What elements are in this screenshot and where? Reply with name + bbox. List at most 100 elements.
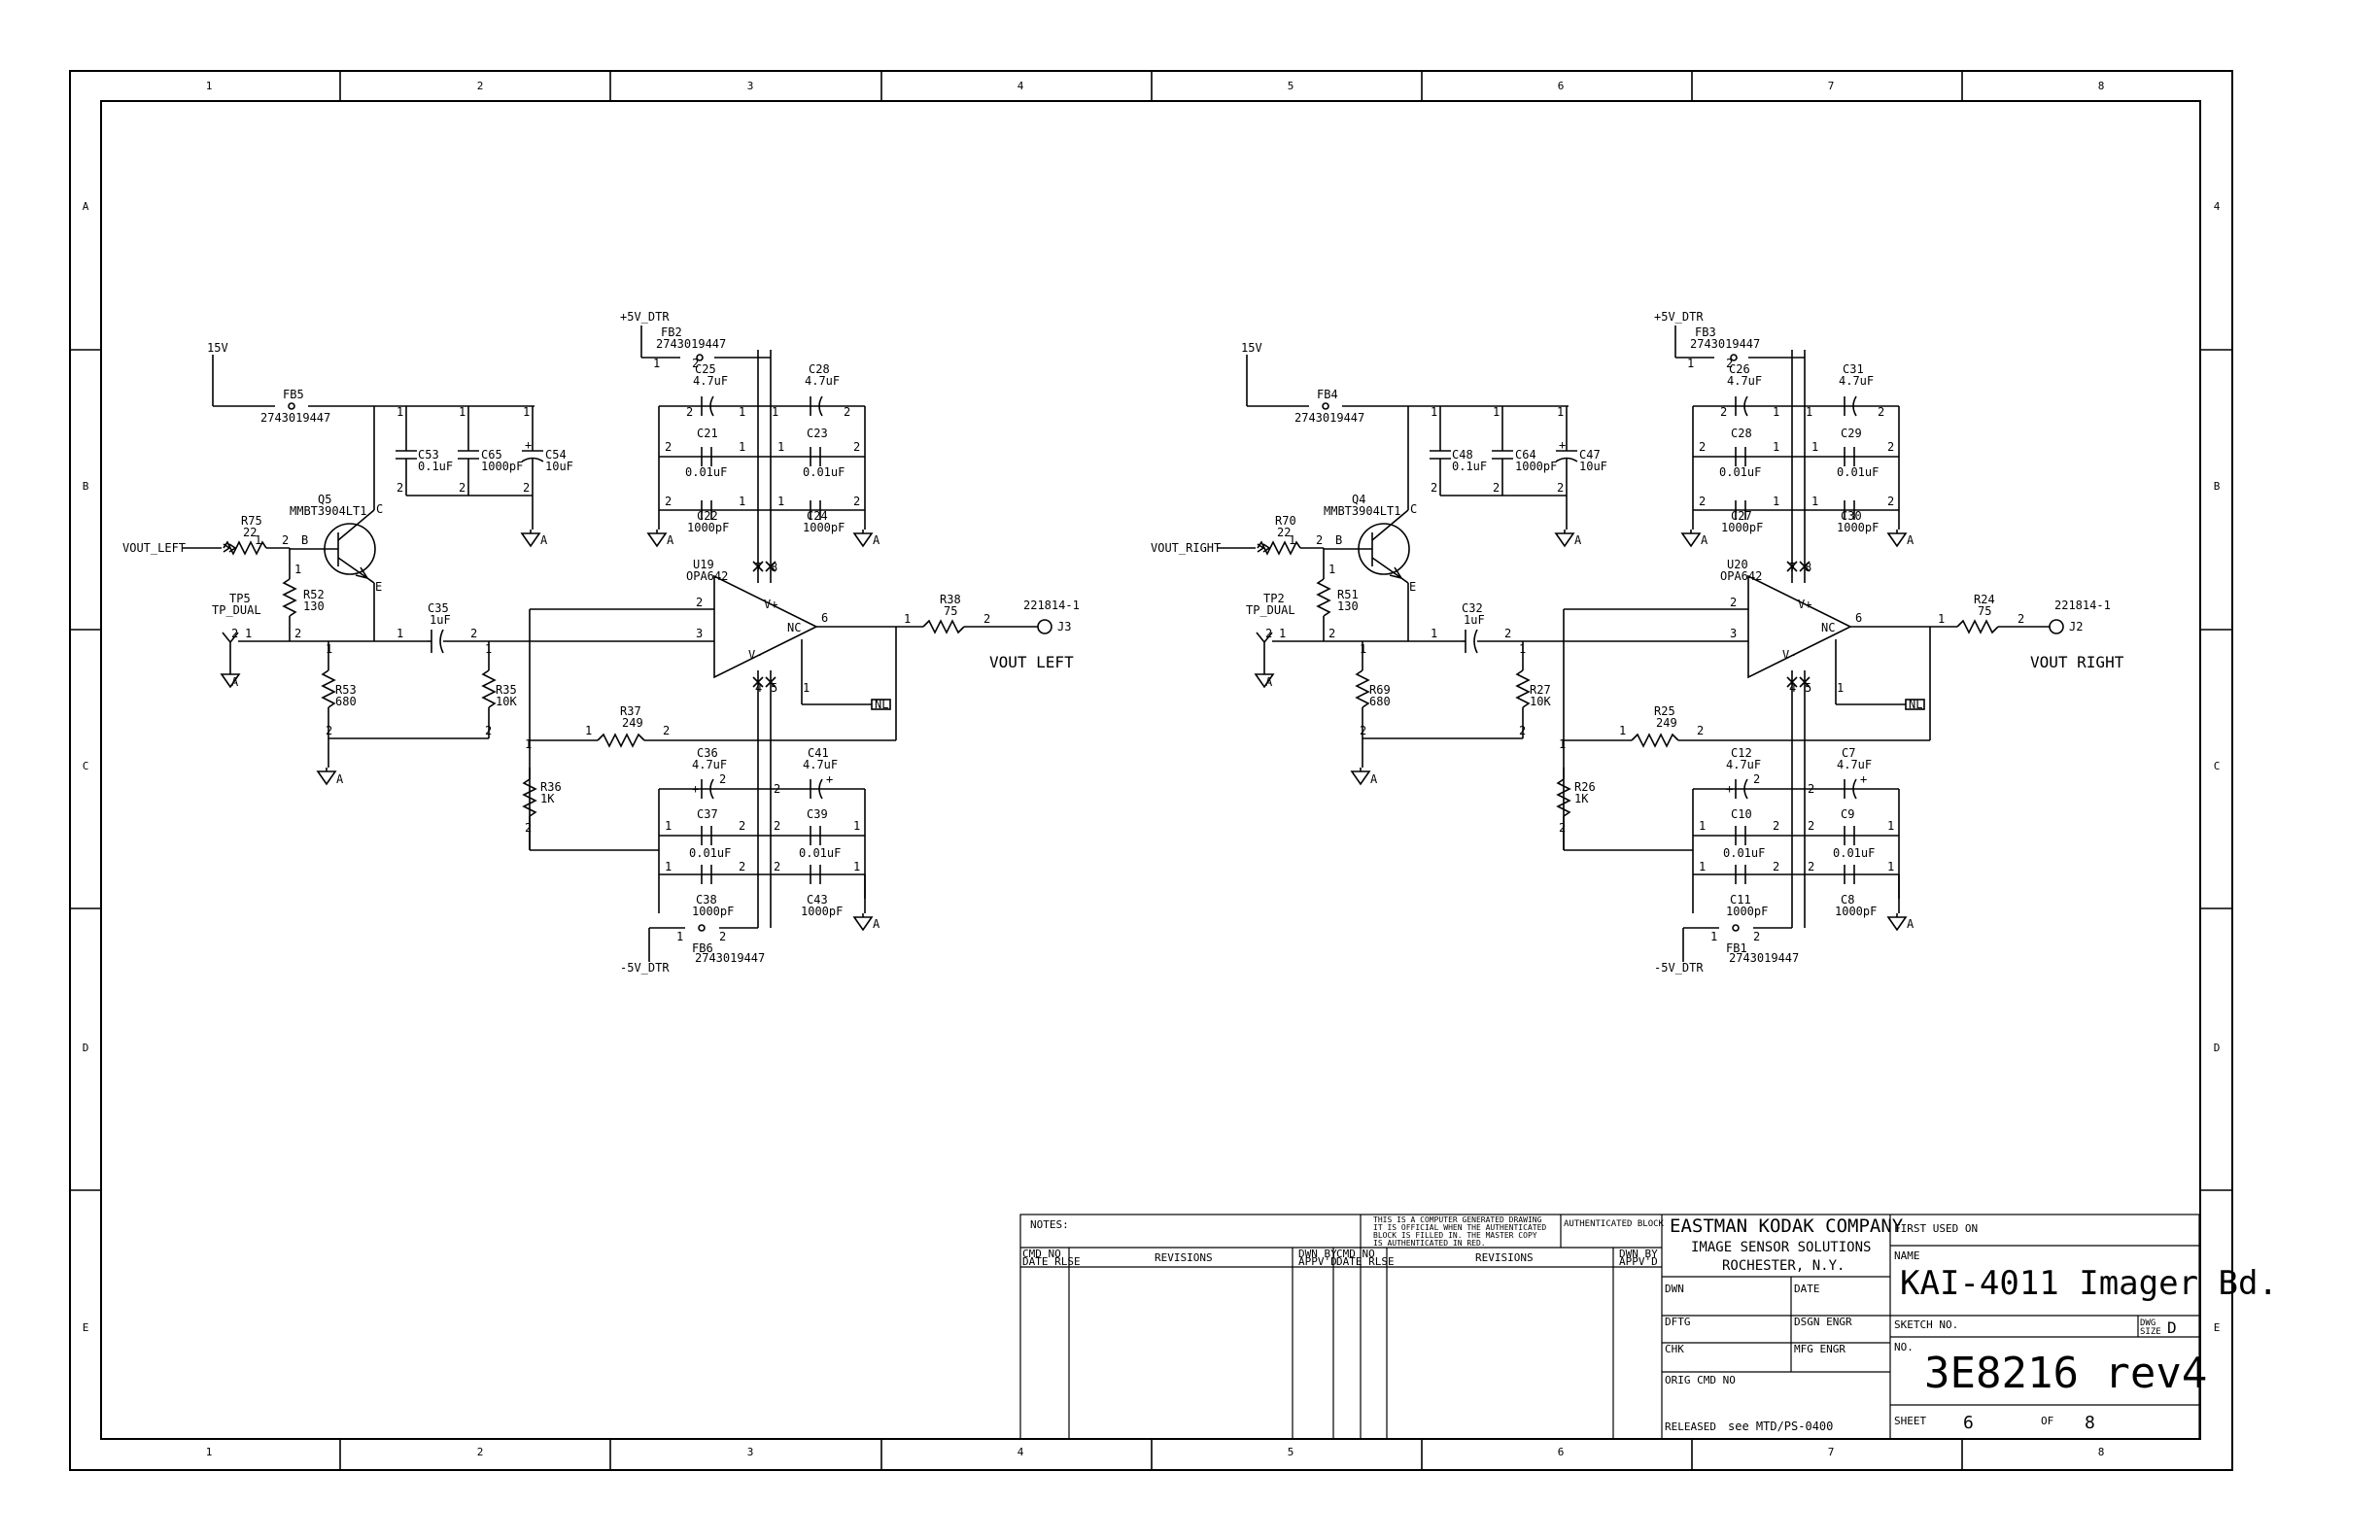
pin-2: 2 — [294, 627, 301, 640]
l-c38-val: 1000pF — [692, 905, 734, 918]
pin-1: 1 — [525, 737, 532, 751]
r-r70-ref: R70 — [1275, 514, 1296, 528]
left-channel-circuit: 15V FB5 2743019447 C53 0.1uF C65 1000pF … — [122, 310, 1080, 975]
r-c31-val: 4.7uF — [1839, 374, 1874, 388]
tb-notes: NOTES: — [1030, 1218, 1069, 1231]
pin-2: 2 — [739, 819, 745, 833]
zone-row-c: C — [83, 760, 89, 772]
pin-1: 1 — [1887, 819, 1894, 833]
r-c7-val: 4.7uF — [1837, 758, 1872, 771]
l-op-p5: 5 — [771, 681, 777, 695]
r-c11-val: 1000pF — [1726, 905, 1768, 918]
pin-2: 2 — [1360, 724, 1366, 737]
pin-2: 2 — [853, 440, 860, 454]
r-q-b: B — [1335, 533, 1342, 547]
r-op-vp: V+ — [1798, 598, 1811, 611]
l-conn-part: 221814-1 — [1023, 599, 1080, 612]
l-c24-ref: C24 — [807, 509, 828, 523]
l-pos-rail: +5V_DTR — [620, 310, 670, 324]
r-c64-ref: C64 — [1515, 448, 1536, 462]
l-c37-val: 0.01uF — [689, 846, 731, 860]
pin-2: 2 — [1720, 405, 1727, 419]
pin-2: 2 — [665, 495, 672, 508]
pin-2: 2 — [663, 724, 670, 737]
l-c53-ref: C53 — [418, 448, 439, 462]
r-op-p7: 7 — [1789, 561, 1796, 574]
r-q-c: C — [1410, 502, 1417, 516]
r-c31-ref: C31 — [1843, 362, 1864, 376]
pin-2: 2 — [397, 481, 403, 495]
l-c36-ref: C36 — [697, 746, 718, 760]
pin-1: 1 — [485, 642, 492, 656]
r-r27-val: 10K — [1530, 695, 1551, 708]
pin-2: 2 — [231, 627, 238, 640]
l-c36-val: 4.7uF — [692, 758, 727, 771]
l-c22-val: 1000pF — [687, 521, 729, 534]
pin-2: 2 — [1493, 481, 1500, 495]
r-c32-ref: C32 — [1462, 601, 1483, 615]
r-op-ref: U20 — [1727, 558, 1748, 571]
zone-row-e: E — [83, 1321, 89, 1334]
zone-col-2: 2 — [477, 80, 484, 92]
r-fb1-ref: FB1 — [1726, 941, 1747, 955]
tb-no-lbl: NO. — [1894, 1341, 1914, 1353]
r-op-vm: V- — [1782, 648, 1796, 662]
zone-col-1: 1 — [206, 80, 213, 92]
tb-dsgn-engr: DSGN ENGR — [1794, 1316, 1852, 1328]
l-vin: VOUT_LEFT — [122, 541, 186, 555]
pin-2: 2 — [1878, 405, 1884, 419]
r-vout-label: VOUT RIGHT — [2030, 653, 2124, 671]
l-r53-ref: R53 — [335, 683, 357, 697]
pin-1: 1 — [665, 819, 672, 833]
r-r27-ref: R27 — [1530, 683, 1551, 697]
pin-gnd: A — [1701, 533, 1708, 547]
pin-1: 1 — [853, 819, 860, 833]
pin-2: 2 — [774, 782, 780, 796]
r-fb4-ref: FB4 — [1317, 388, 1338, 401]
pin-1: 1 — [1328, 563, 1335, 576]
l-tp-ref: TP5 — [229, 592, 251, 605]
pin-gnd: A — [873, 533, 880, 547]
zone-row-b: B — [83, 480, 89, 493]
pin-1: 1 — [1559, 737, 1566, 751]
zone-col-1-bottom: 1 — [206, 1446, 213, 1458]
tb-size-lbl: SIZE — [2140, 1327, 2161, 1337]
tb-of: 8 — [2085, 1413, 2095, 1433]
pin-1: 1 — [1887, 860, 1894, 873]
pin-1: 1 — [1710, 930, 1717, 943]
pin-1: 1 — [397, 627, 403, 640]
r-c30-ref: C30 — [1841, 509, 1862, 523]
r-15v: 15V — [1241, 341, 1262, 355]
l-c24-val: 1000pF — [803, 521, 845, 534]
zone-row-e-right: E — [2214, 1321, 2221, 1334]
l-op-p4: 4 — [755, 681, 762, 695]
l-r75-ref: R75 — [241, 514, 262, 528]
l-r35-val: 10K — [496, 695, 517, 708]
l-q-part: MMBT3904LT1 — [290, 504, 366, 518]
pin-1: 1 — [904, 612, 911, 626]
pin-2: 2 — [1773, 860, 1779, 873]
r-fb4-part: 2743019447 — [1294, 411, 1364, 425]
tb-orig-cmd-no: ORIG CMD NO — [1665, 1374, 1736, 1386]
tb-cmd-no: CMD NO — [1022, 1248, 1061, 1260]
pin-1: 1 — [1699, 860, 1706, 873]
l-c54-val: 10uF — [545, 460, 573, 473]
pin-1: 1 — [459, 405, 466, 419]
r-c9-ref: C9 — [1841, 807, 1854, 821]
tb-chk: CHK — [1665, 1343, 1684, 1355]
l-nc-box: NL — [875, 698, 888, 711]
tb-city: ROCHESTER, N.Y. — [1722, 1258, 1845, 1274]
r-pos-rail: +5V_DTR — [1654, 310, 1704, 324]
zone-col-6-bottom: 6 — [1558, 1446, 1565, 1458]
tb-date-rlse-2: DATE RLSE — [1336, 1255, 1395, 1268]
tb-revisions-2: REVISIONS — [1475, 1251, 1534, 1264]
zone-row-c-right: C — [2214, 760, 2221, 772]
l-r35-ref: R35 — [496, 683, 517, 697]
pin-1: 1 — [1806, 405, 1812, 419]
tb-sketch-no: SKETCH NO. — [1894, 1318, 1958, 1331]
tb-legal-4: IS AUTHENTICATED IN RED. — [1373, 1239, 1486, 1248]
l-fb5-part: 2743019447 — [260, 411, 330, 425]
r-r69-val: 680 — [1369, 695, 1391, 708]
pin-1: 1 — [772, 405, 778, 419]
